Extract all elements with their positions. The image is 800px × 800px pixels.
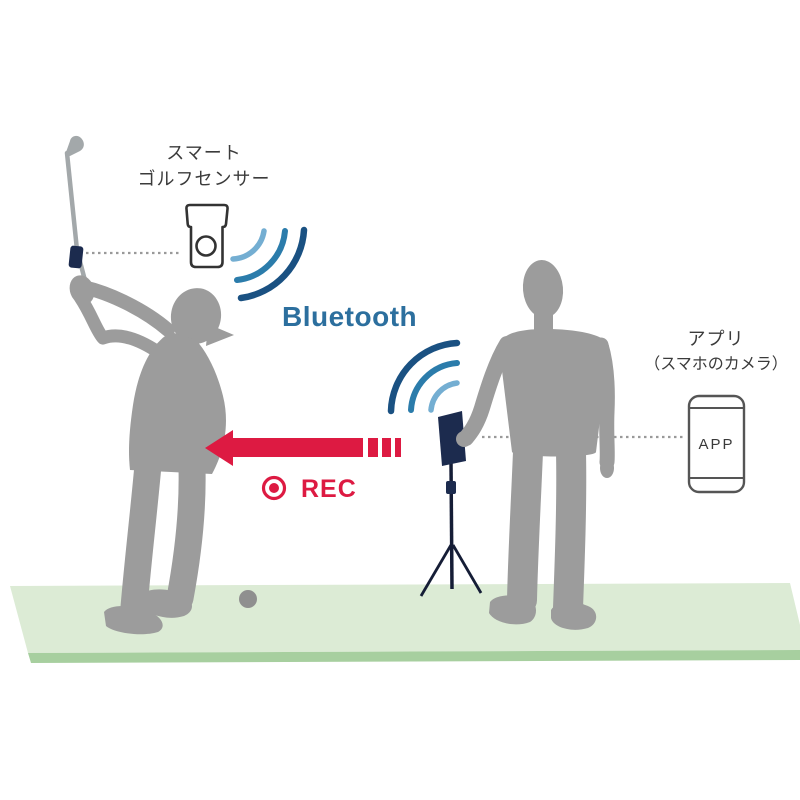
bluetooth-waves-sensor-icon [230, 226, 308, 302]
golfer-silhouette [69, 275, 234, 635]
camera-phone-icon [438, 411, 466, 466]
rec-direction-arrow [205, 430, 401, 466]
standing-person-silhouette [456, 260, 615, 630]
app-label: アプリ （スマホのカメラ） [616, 326, 800, 378]
camera-phone-tripod [419, 411, 483, 597]
ground-mat [10, 583, 800, 663]
smart-golf-sensor-icon [185, 203, 229, 269]
bluetooth-waves-phone-icon [387, 339, 461, 415]
sensor-label: スマート ゴルフセンサー [104, 140, 304, 192]
app-icon-label: APP [698, 436, 735, 453]
golf-club [64, 135, 91, 295]
golf-ball-icon [239, 590, 257, 608]
sensor-label-line1: スマート [166, 143, 242, 163]
app-label-line1: アプリ [687, 329, 745, 349]
club-sensor-icon [68, 245, 84, 269]
smartphone-app-icon [687, 394, 746, 494]
sensor-label-line2: ゴルフセンサー [137, 169, 271, 189]
bluetooth-label: Bluetooth [282, 301, 418, 332]
app-label-line2: （スマホのカメラ） [644, 356, 788, 373]
rec-label: REC [301, 475, 357, 503]
rec-icon [261, 475, 287, 501]
